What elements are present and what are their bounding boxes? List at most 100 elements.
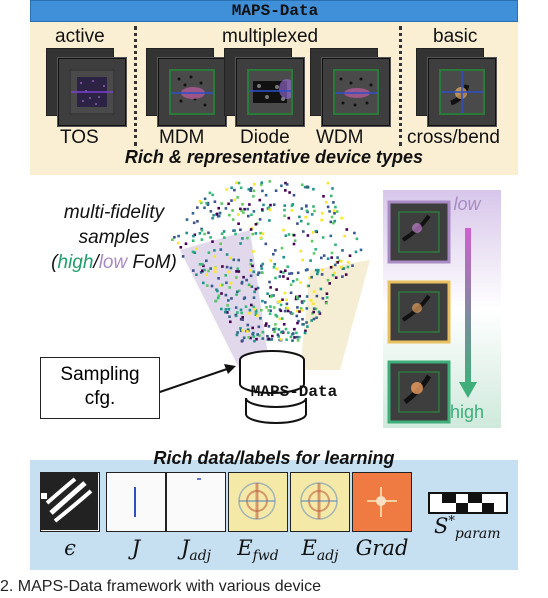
symbol-e-fwd-sub: fwd (252, 548, 279, 565)
scatter-point (333, 263, 337, 267)
scatter-point (217, 206, 220, 210)
sampling-arrow (153, 364, 236, 395)
scatter-point (224, 308, 228, 311)
scatter-point (235, 270, 238, 273)
scatter-point (254, 287, 258, 291)
scatter-point (211, 193, 214, 197)
scatter-point (218, 211, 222, 215)
scatter-point (251, 232, 254, 236)
scatter-point (234, 314, 238, 318)
scatter-point (253, 183, 256, 186)
scatter-point (275, 288, 278, 291)
scatter-point (211, 216, 214, 220)
multi-fidelity-text: multi-fidelity samples (high/low FoM) (14, 200, 214, 275)
scatter-point (196, 220, 199, 223)
device-thumbnail-mdm (146, 48, 226, 128)
scatter-point (227, 307, 231, 311)
scatter-point (269, 259, 273, 262)
scatter-point (221, 283, 224, 287)
scatter-point (240, 282, 244, 285)
device-thumbnail-wdm (310, 48, 390, 128)
scatter-point (261, 189, 264, 193)
scatter-point (207, 231, 210, 235)
scatter-point (233, 188, 236, 192)
scatter-point (210, 284, 214, 288)
scatter-point (303, 185, 307, 189)
scatter-point (261, 232, 265, 235)
scatter-point (231, 218, 235, 221)
scatter-point (330, 256, 333, 259)
scatter-point (224, 310, 227, 314)
scatter-point (233, 229, 236, 232)
scatter-point (258, 218, 262, 221)
scatter-point (235, 181, 238, 185)
data-labels-subtitle: Rich data/labels for learning (153, 448, 395, 468)
device-thumbnail-cross-bend (416, 48, 496, 128)
scatter-point (344, 273, 348, 276)
scatter-point (334, 205, 337, 209)
scatter-point (279, 270, 283, 274)
scatter-point (230, 186, 233, 190)
scatter-point (260, 183, 263, 186)
scatter-point (222, 230, 226, 233)
scatter-point (249, 259, 253, 262)
scatter-point (199, 271, 203, 274)
scatter-point (284, 306, 288, 310)
scatter-point (249, 262, 252, 266)
scatter-point (237, 289, 241, 293)
scatter-point (201, 269, 204, 272)
scatter-point (235, 293, 238, 296)
scatter-point (227, 202, 230, 206)
scatter-point (236, 311, 239, 314)
scatter-point (248, 284, 252, 288)
scatter-point (293, 239, 297, 242)
scatter-point (289, 335, 293, 339)
scatter-point (289, 291, 293, 295)
scatter-point (261, 208, 264, 211)
scatter-point (299, 281, 302, 284)
scatter-point (292, 332, 295, 335)
scatter-point (192, 234, 195, 238)
scatter-point (326, 257, 330, 260)
scatter-point (296, 306, 299, 309)
scatter-point (245, 278, 248, 282)
scatter-point (271, 334, 274, 338)
device-label-mdm: MDM (159, 127, 205, 148)
scatter-point (171, 238, 174, 241)
scatter-point (283, 291, 287, 295)
scatter-point (181, 255, 185, 258)
scatter-point (214, 299, 218, 303)
scatter-point (283, 204, 286, 207)
scatter-point (299, 219, 303, 223)
symbol-s-param-sub: param (454, 526, 501, 543)
scatter-point (312, 302, 315, 305)
scatter-point (226, 311, 229, 314)
scatter-point (338, 259, 341, 263)
scatter-point (296, 339, 300, 342)
scatter-point (277, 335, 280, 338)
scatter-point (305, 295, 309, 298)
scatter-point (313, 209, 316, 213)
scatter-point (242, 336, 246, 340)
device-label-tos: TOS (60, 127, 99, 148)
scatter-point (314, 268, 318, 272)
scatter-point (237, 270, 241, 273)
scatter-point (320, 212, 324, 215)
scatter-point (328, 282, 331, 285)
scatter-point (205, 259, 208, 263)
scatter-point (302, 323, 305, 326)
scatter-point (302, 299, 306, 303)
scatter-point (312, 187, 315, 191)
scatter-point (267, 337, 271, 341)
scatter-point (272, 252, 275, 256)
scatter-point (306, 325, 309, 328)
scatter-point (249, 228, 253, 231)
scatter-point (224, 293, 228, 297)
scatter-point (241, 339, 244, 342)
scatter-point (246, 330, 249, 333)
scatter-point (284, 234, 288, 237)
database-label: MAPS-Data (250, 383, 338, 401)
scatter-point (241, 318, 244, 321)
symbol-s-param-main: S (434, 514, 449, 538)
scatter-point (274, 327, 277, 330)
